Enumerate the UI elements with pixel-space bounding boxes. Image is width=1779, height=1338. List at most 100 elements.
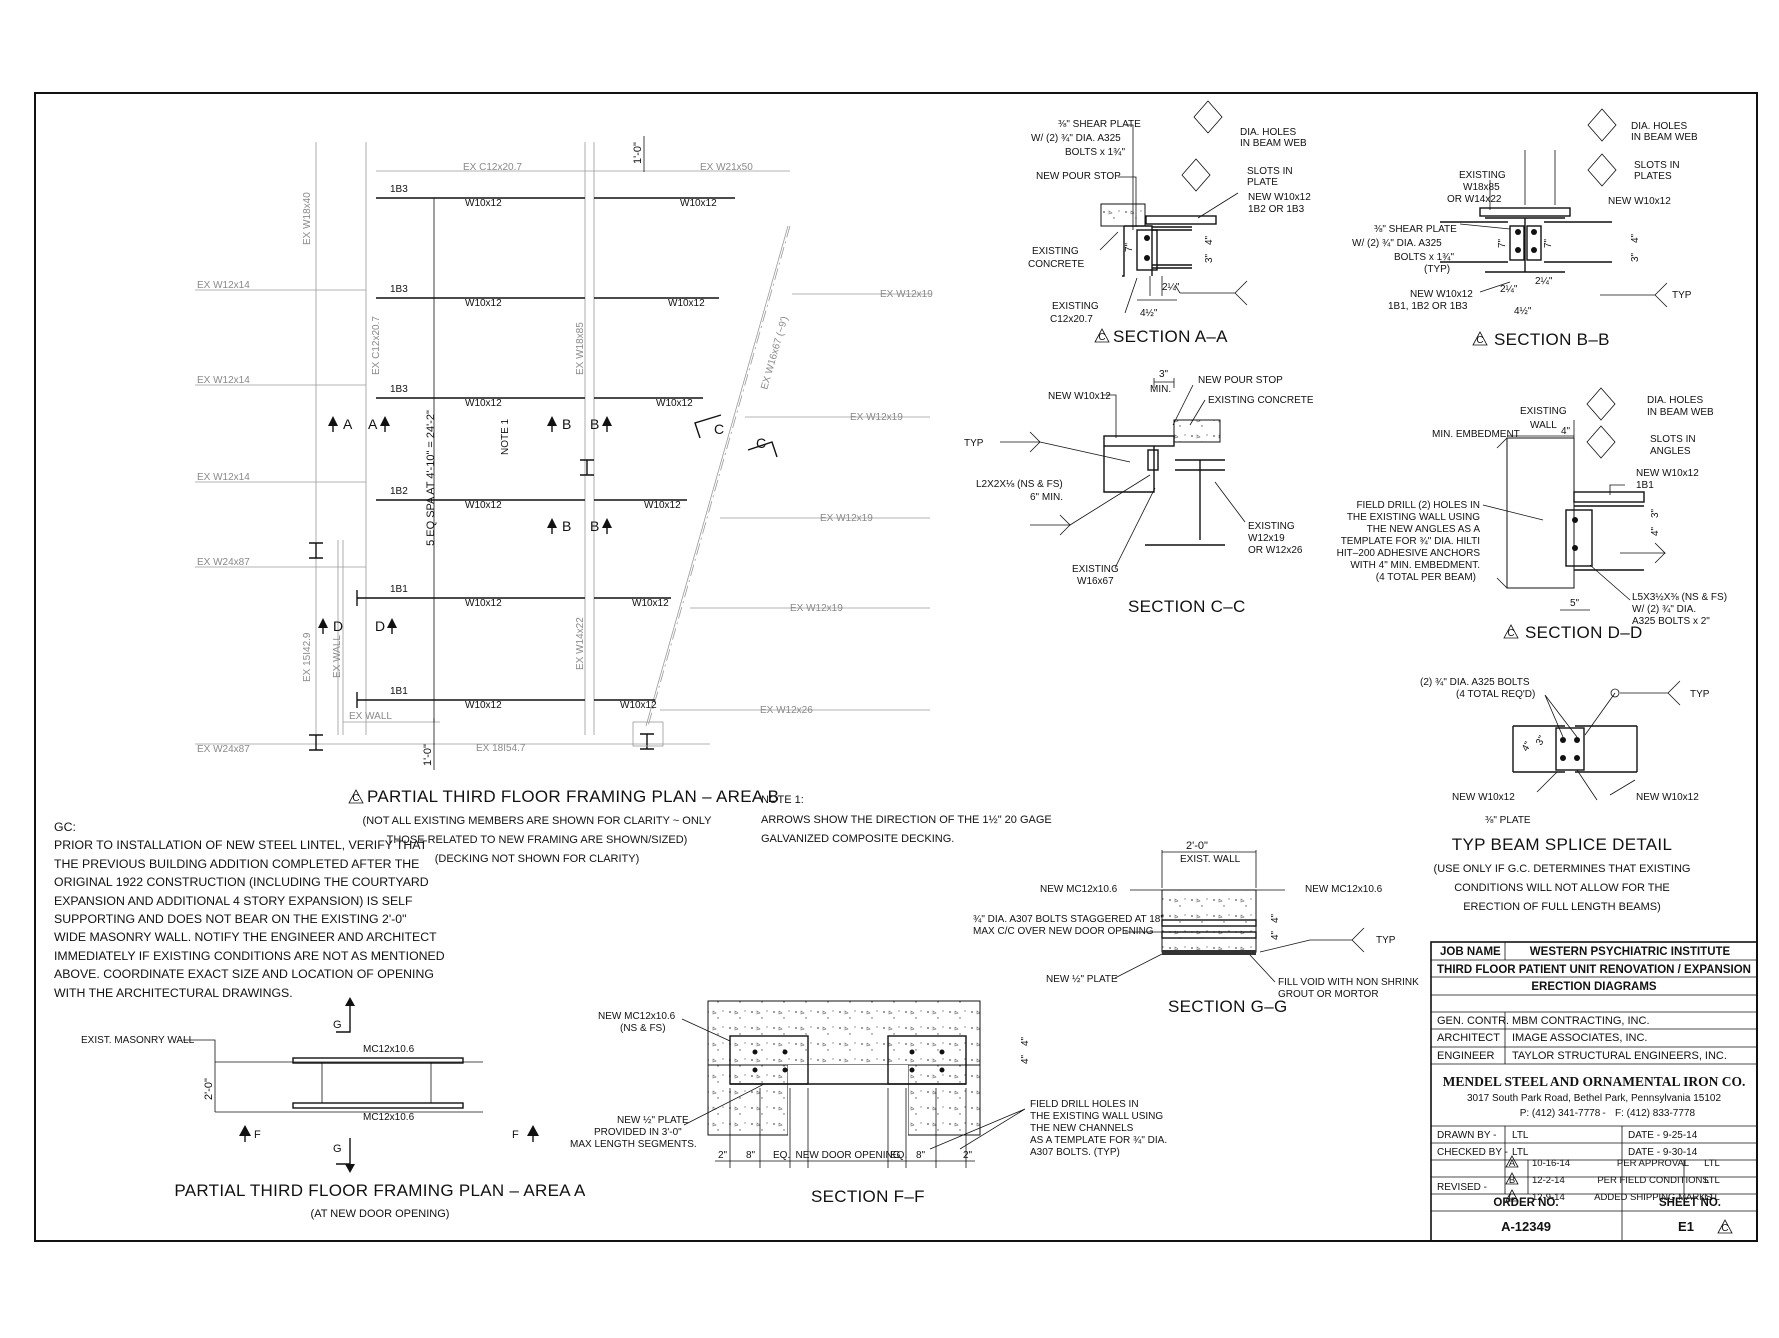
bolt — [909, 1067, 915, 1073]
section-cut-arrow — [547, 518, 557, 528]
beam-size-left: W10x12 — [465, 598, 502, 609]
ff-dim-6: 8" — [916, 1150, 926, 1161]
gc-note: GC: PRIOR TO INSTALLATION OF NEW STEEL L… — [54, 818, 454, 1002]
gc-note-line: ABOVE. COORDINATE EXACT SIZE AND LOCATIO… — [54, 967, 434, 982]
beam-right — [1575, 725, 1638, 773]
ex-right-label-2: EX W12x19 — [850, 412, 903, 423]
rev-date: 10-16-14 — [1532, 1158, 1570, 1169]
rev-date: 12-9-14 — [1532, 1192, 1565, 1203]
aa-label-13: NEW W10x12 — [1248, 192, 1311, 203]
ex-left-label-3: EX W12x14 — [197, 472, 250, 483]
ff-dim-5: EQ. — [890, 1150, 907, 1161]
beam-size-right: W10x12 — [620, 700, 657, 711]
drawn-date: DATE - 9-25-14 — [1628, 1130, 1698, 1141]
title-block-frame — [1430, 941, 1758, 1242]
bb-rev-triangle — [1472, 331, 1488, 346]
ff-dim-3: EQ. — [773, 1150, 790, 1161]
existing-beam — [1145, 459, 1225, 546]
beam-size-right: W10x12 — [644, 500, 681, 511]
weld-symbol — [1600, 282, 1668, 308]
bolt — [782, 1067, 788, 1073]
beam-end-plate — [356, 692, 362, 708]
ff-dim-4: NEW DOOR OPENING — [795, 1150, 900, 1161]
section-cut-c — [694, 414, 722, 439]
framing-plan-area-a: EXIST. MASONRY WALL MC12x10.6 MC12x10.6 … — [81, 997, 586, 1220]
bb-label-6: BOLTS x 1¾" — [1394, 252, 1455, 263]
channel-top — [292, 1057, 464, 1064]
rev-desc: PER FIELD CONDITIONS — [1597, 1175, 1708, 1186]
cc-label-1: NEW W10x12 — [1048, 391, 1111, 402]
cut-f-right — [527, 1125, 539, 1136]
section-cut-letter: D — [375, 618, 385, 634]
cc-label-11: W16x67 — [1077, 576, 1114, 587]
job-name: WESTERN PSYCHIATRIC INSTITUTE — [1530, 946, 1731, 958]
bolt — [1531, 247, 1537, 253]
gg-label-6: MAX C/C OVER NEW DOOR OPENING — [973, 926, 1154, 937]
plate — [1162, 950, 1256, 955]
ex-left-label-2: EX W12x14 — [197, 375, 250, 386]
bolt — [909, 1049, 915, 1055]
gc-note-line: WITH THE ARCHITECTURAL DRAWINGS. — [54, 985, 293, 1000]
bolt — [752, 1067, 758, 1073]
section-cc-title: SECTION C–C — [1128, 597, 1246, 616]
beam-size-right: W10x12 — [632, 598, 669, 609]
embed-dim — [1507, 420, 1575, 444]
beam-right — [1544, 221, 1612, 263]
deck — [1103, 435, 1175, 447]
splice-sub-1: (USE ONLY IF G.C. DETERMINES THAT EXISTI… — [1434, 863, 1691, 875]
company-address: 3017 South Park Road, Bethel Park, Penns… — [1467, 1093, 1721, 1104]
section-cut-arrow — [547, 416, 557, 426]
splice-label-3: NEW W10x12 — [1452, 792, 1515, 803]
bolt — [939, 1067, 945, 1073]
section-cut-arrow — [328, 416, 338, 426]
cc-dim-2: MIN. — [1150, 384, 1171, 395]
order-no-label: ORDER NO. — [1493, 1197, 1558, 1209]
bb-dim-3: 4" — [1630, 233, 1641, 243]
ex-right-label-3: EX W12x19 — [820, 513, 873, 524]
wall-label: EXIST. MASONRY WALL — [81, 1035, 195, 1046]
bb-label-1: EXISTING — [1459, 170, 1506, 181]
bolt — [1144, 255, 1150, 261]
bb-label-11: IN BEAM WEB — [1631, 132, 1698, 143]
gc-note-line: SUPPORTING AND DOES NOT BEAR ON THE EXIS… — [54, 912, 407, 927]
dd-dim-1: 4" — [1561, 426, 1571, 437]
section-ff-title: SECTION F–F — [811, 1187, 925, 1206]
dim-chain — [715, 1088, 975, 1168]
ff-dim-9: 4" — [1020, 1036, 1031, 1046]
dim-3in — [1153, 378, 1175, 388]
rev-by: LTL — [1704, 1192, 1720, 1203]
section-b-b: EXISTING W18x85 OR W14x22 ⅜" SHEAR PLATE… — [1352, 108, 1698, 349]
dd-label-9: 1B1 — [1636, 480, 1654, 491]
wall-left — [707, 1064, 789, 1136]
exist-wall — [1161, 889, 1257, 953]
weld-symbol — [1259, 927, 1365, 953]
ff-label-1: NEW MC12x10.6 — [598, 1011, 676, 1022]
company-phone: P: (412) 341-7778 — [1520, 1108, 1601, 1119]
rev-triangle — [1505, 1172, 1519, 1185]
aa-label-2: W/ (2) ¾" DIA. A325 — [1031, 133, 1121, 144]
spacing-dimension-text: 5 EQ SPA AT 4'-10" = 24'-2" — [425, 410, 437, 546]
company-name: MENDEL STEEL AND ORNAMENTAL IRON CO. — [1443, 1074, 1746, 1089]
ff-label-8: THE NEW CHANNELS — [1030, 1123, 1134, 1134]
deck — [1573, 491, 1645, 503]
cc-label-10: EXISTING — [1072, 564, 1119, 575]
bolt — [1574, 737, 1580, 743]
bb-label-3: OR W14x22 — [1447, 194, 1502, 205]
gg-label-9: GROUT OR MORTOR — [1278, 989, 1379, 1000]
bb-dim-5: 2¼" — [1500, 283, 1518, 295]
checked-by: LTL — [1512, 1147, 1529, 1158]
bb-label-7: (TYP) — [1424, 264, 1450, 275]
section-aa-title: SECTION A–A — [1113, 327, 1228, 346]
aa-label-9: DIA. HOLES — [1240, 127, 1296, 138]
leader — [1482, 484, 1631, 601]
drawn-by-label: DRAWN BY - — [1437, 1130, 1496, 1141]
channel-band — [1161, 919, 1257, 927]
ff-dim-7: 2" — [963, 1150, 973, 1161]
leader — [1102, 384, 1246, 569]
leader — [1114, 889, 1285, 983]
existing-concrete — [1173, 419, 1221, 443]
bolt — [939, 1049, 945, 1055]
ex-wall-horizontal-label: EX WALL — [349, 711, 392, 722]
rev-mark: B — [1509, 1175, 1515, 1186]
